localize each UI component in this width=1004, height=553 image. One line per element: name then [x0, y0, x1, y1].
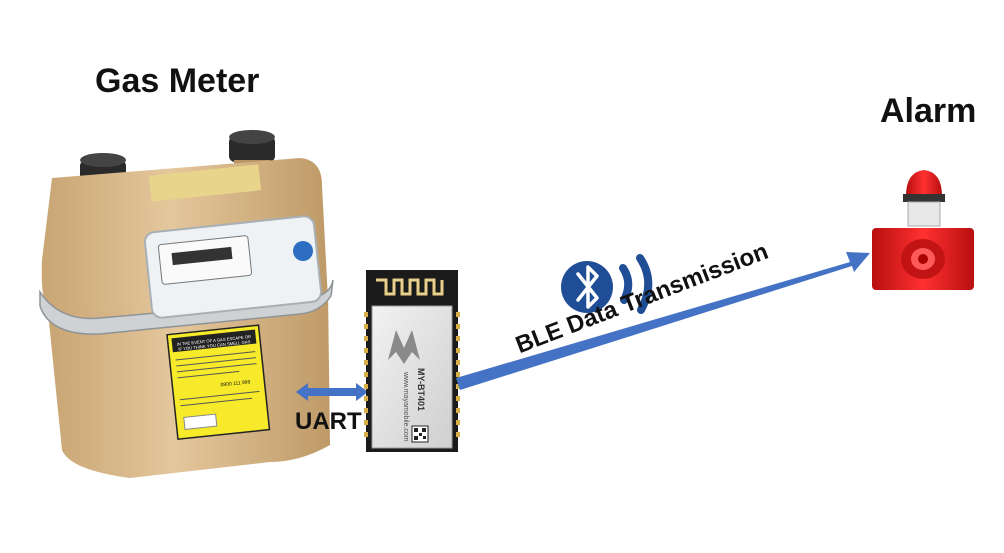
warning-phone: 0800 111 999 [220, 379, 251, 388]
ble-module-image: MY-BT401 www.mayamobile.com [364, 270, 460, 452]
uart-label: UART [295, 408, 362, 435]
signal-waves-icon [619, 254, 653, 314]
alarm-beacon [906, 170, 942, 196]
meter-warning-panel: IN THE EVENT OF A GAS ESCAPE OR IF YOU T… [166, 324, 271, 441]
module-logo [388, 330, 420, 364]
module-antenna [376, 278, 444, 296]
meter-top-label [148, 164, 262, 202]
meter-display [143, 215, 323, 319]
meter-band [39, 279, 334, 335]
module-model-text: MY-BT401 [416, 368, 426, 411]
alarm-title: Alarm [880, 92, 977, 130]
meter-blue-button [293, 241, 313, 261]
alarm-image [872, 170, 974, 290]
module-site-text: www.mayamobile.com [402, 371, 409, 442]
bluetooth-icon [561, 261, 613, 313]
gas-meter-image: IN THE EVENT OF A GAS ESCAPE OR IF YOU T… [39, 130, 334, 478]
uart-arrow [296, 383, 368, 401]
module-qr-code [411, 425, 429, 443]
gas-meter-title: Gas Meter [95, 62, 260, 100]
module-shield [371, 305, 453, 449]
ble-arrow [456, 252, 870, 390]
